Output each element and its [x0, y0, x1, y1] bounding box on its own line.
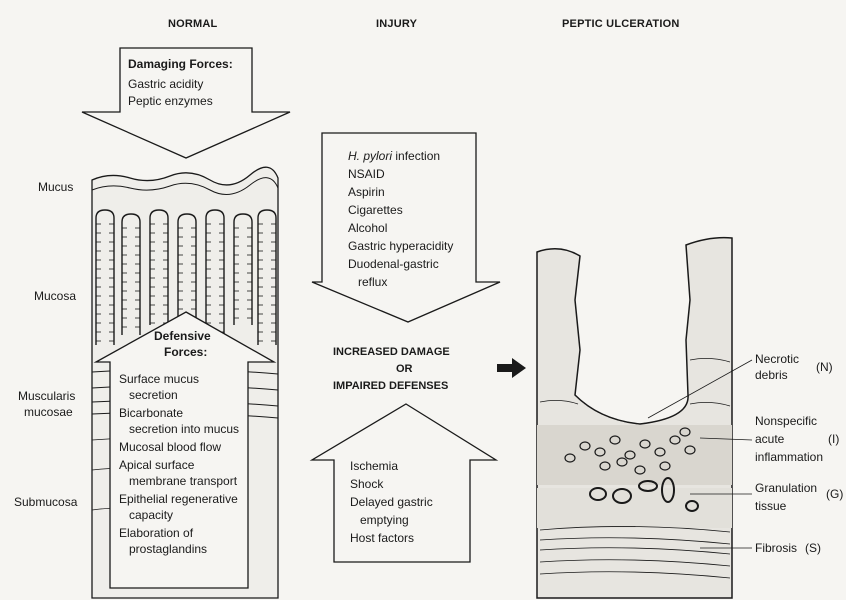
injury-item: Duodenal-gastric [348, 257, 439, 271]
label-granulation-code: (G) [826, 487, 843, 501]
defensive-item: Bicarbonate [119, 406, 183, 420]
damaging-forces-title: Damaging Forces: [128, 57, 233, 71]
layer-label-mucosae: mucosae [24, 405, 73, 419]
label-nonspecific: acute [755, 432, 784, 446]
defensive-forces-title: Forces: [164, 345, 207, 359]
label-granulation: Granulation [755, 481, 817, 495]
center-label-line1: INCREASED DAMAGE [333, 345, 450, 359]
center-label-line2: OR [396, 362, 413, 376]
header-ulceration: PEPTIC ULCERATION [562, 18, 679, 30]
injury-item: NSAID [348, 167, 385, 181]
injury-item: Aspirin [348, 185, 385, 199]
defensive-item: Epithelial regenerative [119, 492, 238, 506]
defensive-item: secretion [119, 388, 178, 402]
injury-up-item: emptying [350, 513, 409, 527]
defensive-item: capacity [119, 508, 173, 522]
progression-arrow [497, 358, 526, 378]
layer-label-mucus: Mucus [38, 180, 73, 194]
label-necrotic: debris [755, 368, 788, 382]
injury-item: Alcohol [348, 221, 387, 235]
injury-item: Cigarettes [348, 203, 403, 217]
label-fibrosis-code: (S) [805, 541, 821, 555]
defensive-forces-title: Defensive [154, 329, 211, 343]
injury-up-item: Delayed gastric [350, 495, 433, 509]
hpylori-rest: infection [392, 149, 440, 163]
layer-label-muscularis: Muscularis [18, 389, 75, 403]
defensive-item: Elaboration of [119, 526, 193, 540]
label-necrotic: Necrotic [755, 352, 799, 366]
label-necrotic-code: (N) [816, 360, 833, 374]
defensive-item: secretion into mucus [119, 422, 239, 436]
defensive-item: prostaglandins [119, 542, 207, 556]
label-nonspecific: inflammation [755, 450, 823, 464]
label-nonspecific: Nonspecific [755, 414, 817, 428]
damaging-item: Peptic enzymes [128, 94, 213, 108]
injury-item: Gastric hyperacidity [348, 239, 453, 253]
defensive-item: membrane transport [119, 474, 237, 488]
defensive-item: Apical surface [119, 458, 194, 472]
label-granulation: tissue [755, 499, 786, 513]
ulcer-tissue-section [537, 238, 752, 598]
center-label-line3: IMPAIRED DEFENSES [333, 379, 448, 393]
injury-up-item: Ischemia [350, 459, 398, 473]
hpylori-italic: H. pylori [348, 149, 392, 163]
injury-item: reflux [348, 275, 387, 289]
injury-item-hpylori: H. pylori infection [348, 149, 440, 163]
header-injury: INJURY [376, 18, 417, 30]
label-fibrosis: Fibrosis [755, 541, 797, 555]
injury-up-item: Shock [350, 477, 383, 491]
injury-up-item: Host factors [350, 531, 414, 545]
damaging-item: Gastric acidity [128, 77, 203, 91]
label-nonspecific-code: (I) [828, 432, 839, 446]
layer-label-mucosa: Mucosa [34, 289, 76, 303]
layer-label-submucosa: Submucosa [14, 495, 77, 509]
defensive-item: Surface mucus [119, 372, 199, 386]
defensive-item: Mucosal blood flow [119, 440, 221, 454]
header-normal: NORMAL [168, 18, 217, 30]
